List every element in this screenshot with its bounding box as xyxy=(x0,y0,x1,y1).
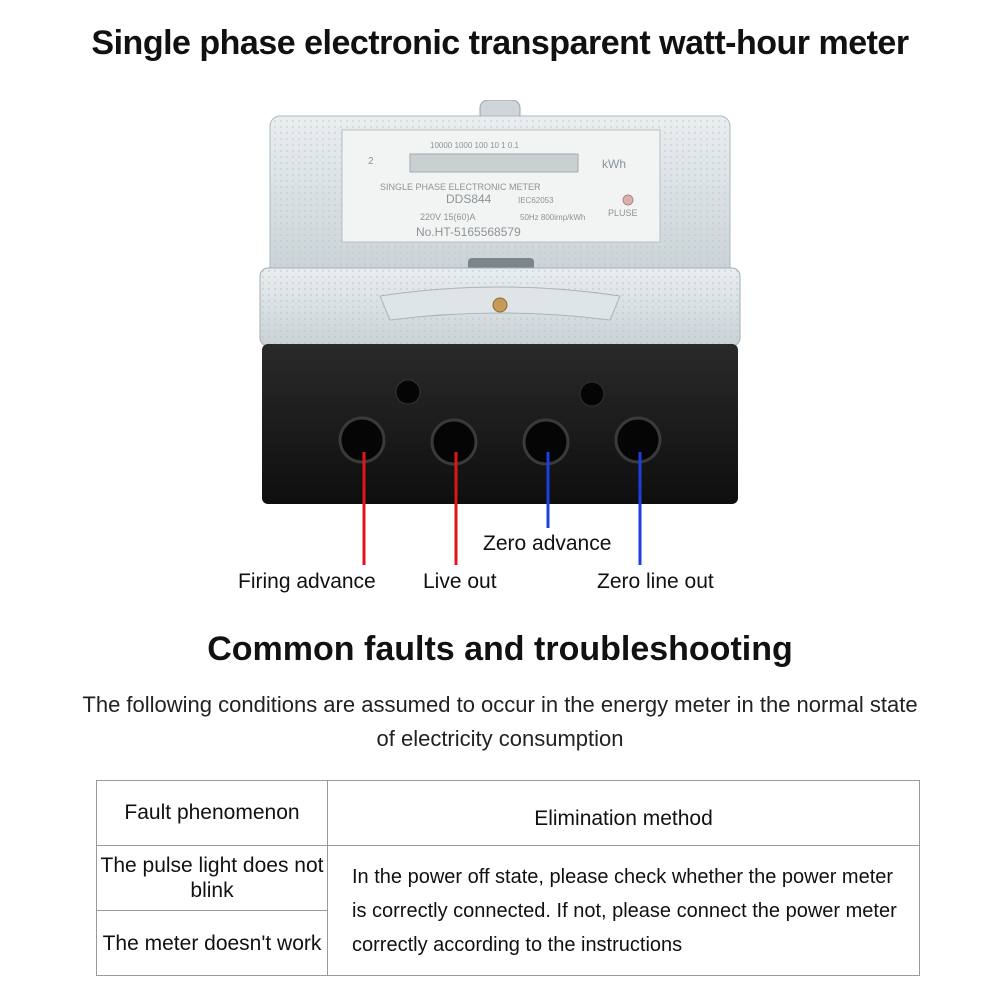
serial-number: No.HT-5165568579 xyxy=(416,225,521,239)
small-hole-left xyxy=(395,379,421,405)
pulse-label: PLUSE xyxy=(608,208,638,218)
nameplate xyxy=(341,129,661,243)
terminal-block xyxy=(262,344,738,504)
terminal-hole-4 xyxy=(614,416,662,464)
small-hole-right xyxy=(579,381,605,407)
fault-pulse-light: The pulse light does not blink xyxy=(96,845,328,911)
zero-line-out-label: Zero line out xyxy=(597,570,714,593)
live-out-label: Live out xyxy=(423,570,497,593)
terminal-hole-2 xyxy=(430,418,478,466)
meter-illustration: 10000 1000 100 10 1 0.1 2 kWh SINGLE PHA… xyxy=(259,99,741,504)
firing-advance-label: Firing advance xyxy=(238,570,376,593)
unit-label: kWh xyxy=(602,157,626,171)
zero-advance-label: Zero advance xyxy=(483,532,612,555)
section-title: Common faults and troubleshooting xyxy=(207,630,793,668)
table-header-row: Fault phenomenon Elimination method xyxy=(96,780,920,846)
terminal-hole-3 xyxy=(522,418,570,466)
page-title: Single phase electronic transparent watt… xyxy=(91,24,909,62)
faults-table: Fault phenomenon Elimination method The … xyxy=(96,780,920,976)
dial-scale: 10000 1000 100 10 1 0.1 xyxy=(430,141,520,150)
table-row: The pulse light does not blink In the po… xyxy=(96,845,920,976)
fault-meter-not-working: The meter doesn't work xyxy=(96,910,328,976)
elimination-method-text: In the power off state, please check whe… xyxy=(327,845,920,976)
standard-label: IEC62053 xyxy=(518,196,554,205)
table-row: The meter doesn't work xyxy=(96,910,920,976)
frequency-label: 50Hz 800imp/kWh xyxy=(520,213,585,222)
indicator-number: 2 xyxy=(368,156,374,167)
seal-screw xyxy=(492,297,508,313)
header-elimination-method: Elimination method xyxy=(327,780,920,846)
model-number: DDS844 xyxy=(446,192,492,206)
meter-image: 10000 1000 100 10 1 0.1 2 kWh SINGLE PHA… xyxy=(230,99,770,520)
header-fault-phenomenon: Fault phenomenon xyxy=(96,780,328,846)
terminal-hole-1 xyxy=(338,416,386,464)
lcd-display xyxy=(409,153,579,173)
plate-heading: SINGLE PHASE ELECTRONIC METER xyxy=(380,182,541,192)
section-subtitle: The following conditions are assumed to … xyxy=(82,692,918,751)
rating-label: 220V 15(60)A xyxy=(420,212,476,222)
pulse-light xyxy=(622,194,634,206)
